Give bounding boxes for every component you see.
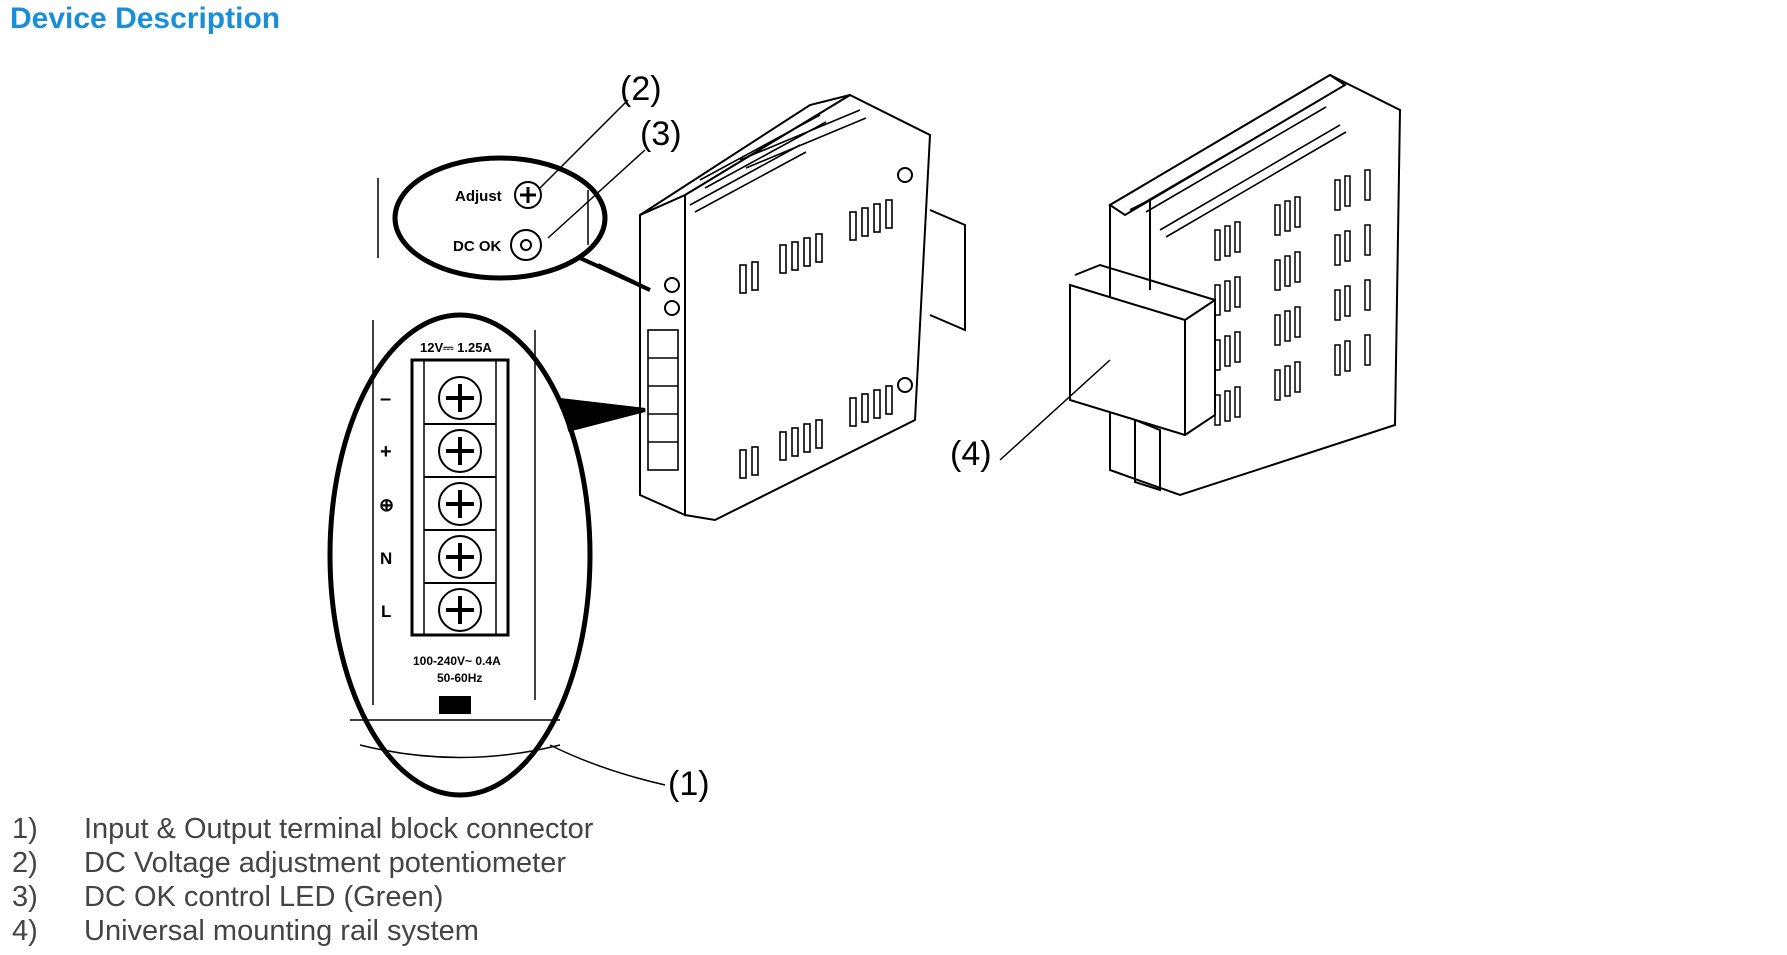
- back-device: [1069, 73, 1402, 497]
- legend-item: 4) Universal mounting rail system: [12, 914, 593, 948]
- zoom-bubble-controls: [377, 155, 651, 292]
- legend-item: 2) DC Voltage adjustment potentiometer: [12, 846, 593, 880]
- callout-1: (1): [668, 765, 710, 803]
- legend-number: 2): [12, 847, 38, 879]
- terminal-plus-label: +: [380, 441, 392, 463]
- terminal-ground-label: ⊕: [379, 495, 394, 515]
- front-device: [639, 93, 966, 522]
- section-title: Device Description: [10, 2, 281, 35]
- legend-text: Input & Output terminal block connector: [84, 813, 594, 845]
- terminal-l-label: L: [381, 602, 391, 621]
- device-illustration: (2) (3) (4) (1) Adjust DC OK 12V⎓ 1.25A …: [327, 70, 1402, 803]
- legend-item: 1) Input & Output terminal block connecto…: [12, 812, 593, 846]
- callout-4: (4): [950, 435, 992, 473]
- legend-item: 3) DC OK control LED (Green): [12, 880, 593, 914]
- terminal-minus-label: –: [380, 388, 391, 410]
- dc-ok-label: DC OK: [453, 238, 502, 255]
- terminal-n-label: N: [380, 549, 392, 568]
- output-rating-label: 12V⎓ 1.25A: [420, 340, 492, 355]
- legend-text: Universal mounting rail system: [84, 915, 479, 947]
- legend-number: 1): [12, 813, 38, 845]
- legend-text: DC Voltage adjustment potentiometer: [84, 847, 566, 879]
- adjust-label: Adjust: [455, 188, 502, 205]
- legend-text: DC OK control LED (Green): [84, 881, 444, 913]
- frequency-label: 50-60Hz: [437, 671, 482, 685]
- callout-leaders: [539, 99, 1111, 786]
- legend-number: 4): [12, 915, 38, 947]
- input-rating-label: 100-240V~ 0.4A: [413, 654, 501, 668]
- component-legend: 1) Input & Output terminal block connecto…: [12, 812, 593, 948]
- zoom-oval-terminals: [327, 312, 646, 798]
- callout-2: (2): [620, 70, 662, 108]
- legend-number: 3): [12, 881, 38, 913]
- callout-3: (3): [640, 115, 682, 153]
